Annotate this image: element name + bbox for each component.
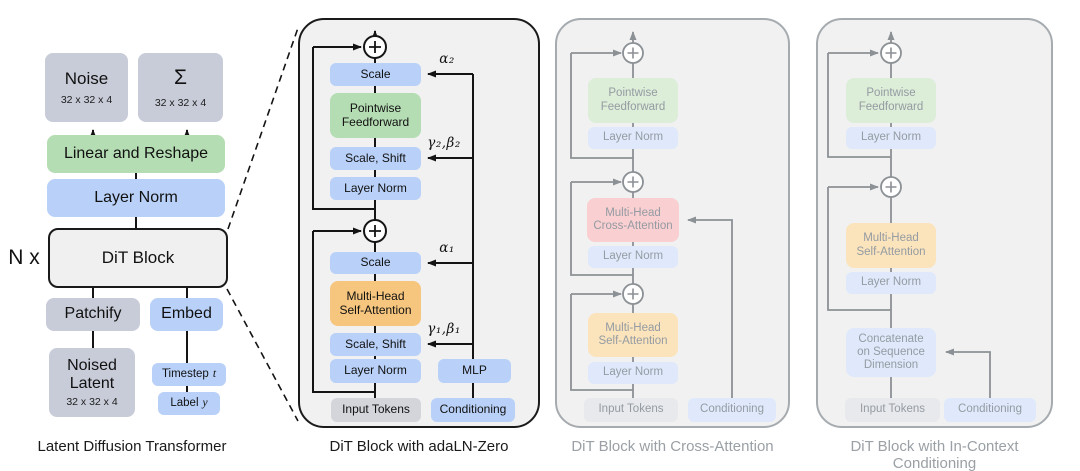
incontext-self-attention-box: Multi-Head Self-Attention — [846, 223, 936, 268]
incontext-input-tokens-box: Input Tokens — [845, 398, 940, 422]
noised-latent-dims: 32 x 32 x 4 — [66, 395, 118, 408]
incontext-pointwise-feedforward-box: Pointwise Feedforward — [846, 78, 936, 123]
layer-norm-box: Layer Norm — [47, 179, 225, 217]
adaln-scale-bottom-box: Scale — [330, 252, 421, 274]
sigma-dims: 32 x 32 x 4 — [154, 96, 207, 109]
timestep-label: Timestep — [161, 367, 209, 380]
gamma-beta1-label: γ₁,β₁ — [427, 321, 461, 337]
gamma-beta2-label: γ₂,β₂ — [427, 135, 461, 151]
alpha1-label: α₁ — [439, 240, 455, 256]
embed-box: Embed — [150, 298, 223, 331]
sigma-box: Σ 32 x 32 x 4 — [138, 53, 223, 122]
panel3-caption: DiT Block with Cross-Attention — [571, 438, 774, 455]
repeat-count-label: N x — [8, 246, 40, 269]
adaln-scale-shift-top-box: Scale, Shift — [330, 147, 421, 170]
adaln-scale-top-box: Scale — [330, 63, 421, 86]
add-icon — [880, 42, 902, 198]
label-var: y — [202, 396, 208, 409]
adaln-layer-norm-top-box: Layer Norm — [330, 177, 421, 200]
adaln-scale-shift-bottom-box: Scale, Shift — [330, 333, 421, 356]
noised-latent-label: Noised Latent — [67, 357, 117, 393]
linear-reshape-box: Linear and Reshape — [47, 135, 225, 173]
xattn-conditioning-box: Conditioning — [688, 398, 776, 422]
adaln-conditioning-box: Conditioning — [431, 398, 515, 422]
incontext-layer-norm-mid-box: Layer Norm — [846, 272, 936, 294]
add-icon — [363, 35, 387, 243]
dit-block-box: DiT Block — [48, 228, 228, 288]
noise-dims: 32 x 32 x 4 — [60, 94, 113, 107]
xattn-cross-attention-box: Multi-Head Cross-Attention — [587, 198, 679, 242]
add-icon — [622, 42, 644, 305]
zoom-dashed-lines — [226, 24, 300, 422]
panel4-caption: DiT Block with In-Context Conditioning — [850, 438, 1019, 471]
xattn-layer-norm-mid-box: Layer Norm — [588, 246, 678, 268]
adaln-self-attention-box: Multi-Head Self-Attention — [330, 281, 421, 326]
noised-latent-box: Noised Latent 32 x 32 x 4 — [49, 348, 135, 417]
xattn-layer-norm-top-box: Layer Norm — [588, 127, 678, 149]
label-label: Label — [170, 396, 199, 409]
noise-box: Noise 32 x 32 x 4 — [45, 53, 128, 122]
xattn-layer-norm-bottom-box: Layer Norm — [588, 362, 678, 384]
timestep-box: Timestep t — [152, 363, 226, 386]
xattn-input-tokens-box: Input Tokens — [584, 398, 678, 422]
adaln-input-tokens-box: Input Tokens — [331, 398, 421, 422]
latent-transformer-wires — [89, 129, 191, 392]
timestep-var: t — [212, 367, 217, 380]
adaln-mlp-box: MLP — [438, 359, 511, 383]
panel1-caption: Latent Diffusion Transformer — [37, 438, 227, 455]
xattn-self-attention-box: Multi-Head Self-Attention — [588, 313, 678, 357]
sigma-label: Σ — [174, 66, 187, 90]
incontext-conditioning-box: Conditioning — [944, 398, 1036, 422]
patchify-box: Patchify — [46, 298, 140, 331]
adaln-layer-norm-bottom-box: Layer Norm — [330, 359, 421, 383]
xattn-pointwise-feedforward-box: Pointwise Feedforward — [588, 78, 678, 123]
label-y-box: Label y — [158, 392, 220, 415]
noise-label: Noise — [64, 68, 109, 88]
incontext-concatenate-box: Concatenate on Sequence Dimension — [846, 328, 936, 377]
alpha2-label: α₂ — [439, 51, 455, 67]
panel2-caption: DiT Block with adaLN-Zero — [329, 438, 509, 455]
incontext-layer-norm-top-box: Layer Norm — [846, 127, 936, 149]
adaln-pointwise-feedforward-box: Pointwise Feedforward — [330, 93, 421, 138]
